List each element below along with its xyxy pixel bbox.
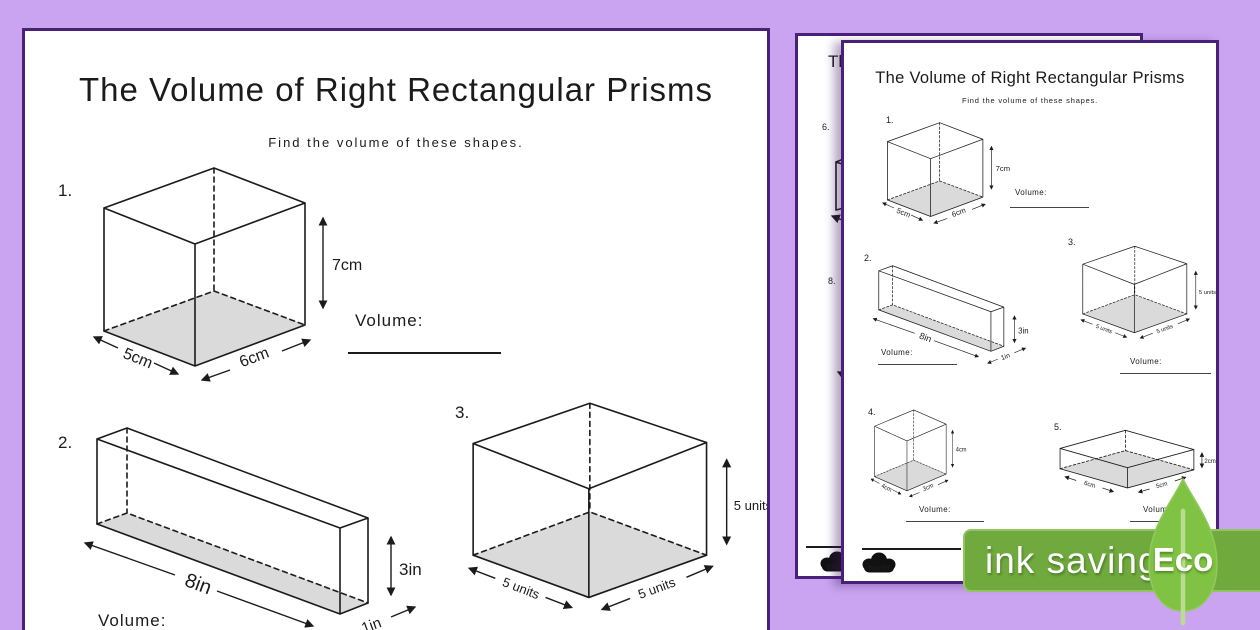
volume-label: Volume: xyxy=(1015,188,1047,197)
preview-front-page: The Volume of Right Rectangular Prisms F… xyxy=(841,40,1219,584)
dimension-label-width: 1in xyxy=(359,614,384,630)
answer-line xyxy=(1130,521,1182,522)
twinkl-logo: twinkl xyxy=(862,552,896,573)
answer-line xyxy=(878,364,957,365)
dimension-label-width: 5 units xyxy=(1156,324,1174,336)
problem-number: 3. xyxy=(455,403,470,422)
eco-label: Eco xyxy=(1152,541,1214,578)
page-instruction: Find the volume of these shapes. xyxy=(961,96,1099,105)
dimension-label-length: 8in xyxy=(182,569,215,599)
problem-number: 2. xyxy=(58,433,73,452)
dimension-label-height: 7cm xyxy=(332,257,362,274)
dimension-label-height: 7cm xyxy=(996,164,1010,173)
prism-figure-mini-5: 2cm 6cm 5cm xyxy=(1059,429,1216,494)
problem-number: 5. xyxy=(1054,422,1062,432)
dimension-label-depth: 4cm xyxy=(880,482,892,494)
prism-figure-mini-2: 8in 3in 1in xyxy=(872,265,1029,364)
prism-figure-2: 8in 3in 1in xyxy=(83,427,422,630)
dimension-label-depth: 5 units xyxy=(1095,324,1113,336)
problem-number: 2. xyxy=(864,253,872,263)
footer-rule xyxy=(862,548,961,550)
prism-figure-1: 7cm 5cm 6cm xyxy=(92,167,362,382)
answer-line xyxy=(1120,373,1211,374)
dimension-label-width: 1in xyxy=(1000,352,1011,362)
dimension-label-width: 3cm xyxy=(922,482,934,493)
page-title: The Volume of Right Rectangular Prisms xyxy=(78,71,714,108)
twinkl-logo-text: twinkl xyxy=(826,562,848,571)
answer-line xyxy=(348,352,501,354)
problem-number: 4. xyxy=(868,407,876,417)
prism-figure-mini-4: 4cm 4cm 3cm xyxy=(870,409,967,498)
worksheet-page-large: The Volume of Right Rectangular Prisms F… xyxy=(22,28,770,630)
problem-number: 1. xyxy=(886,115,894,125)
dimension-label-depth: 6cm xyxy=(1083,480,1096,490)
volume-label: Volume: xyxy=(1143,505,1175,514)
prism-figure-mini-1: 7cm 5cm 6cm xyxy=(882,122,1010,224)
ink-saving-label: ink saving xyxy=(985,540,1160,581)
volume-label: Volume: xyxy=(355,311,424,330)
dimension-label-length: 8in xyxy=(918,331,933,345)
volume-label: Volume: xyxy=(881,348,913,357)
volume-label: Volume: xyxy=(919,505,951,514)
dimension-label-height: 3in xyxy=(399,560,422,579)
page-title: The Volume of Right Rectangular Prisms xyxy=(875,69,1185,87)
problem-number: 6. xyxy=(822,122,830,132)
dimension-label-height: 5 units xyxy=(1199,290,1216,296)
problem-number: 8. xyxy=(828,276,836,286)
twinkl-logo-text: twinkl xyxy=(868,563,890,572)
answer-line xyxy=(1010,207,1089,208)
eco-leaf-icon xyxy=(1148,477,1218,626)
prism-figure-3: 5 units 5 units 5 units xyxy=(467,402,770,611)
problem-number: 1. xyxy=(58,181,73,200)
dimension-label-height: 3in xyxy=(1018,326,1028,335)
dimension-label-height: 5 units xyxy=(734,498,770,513)
answer-line xyxy=(906,521,984,522)
answer-line xyxy=(806,546,848,548)
page-instruction: Find the volume of these shapes. xyxy=(268,135,524,150)
dimension-label-height: 4cm xyxy=(956,446,967,453)
dimension-label-width: 5cm xyxy=(1155,480,1168,490)
prism-figure-mini-3: 5 units 5 units 5 units xyxy=(1080,245,1216,339)
dimension-label-height: 2cm xyxy=(1204,458,1215,465)
volume-label: Volume: xyxy=(98,611,167,630)
volume-label: Volume: xyxy=(1130,357,1162,366)
problem-number: 3. xyxy=(1068,237,1076,247)
